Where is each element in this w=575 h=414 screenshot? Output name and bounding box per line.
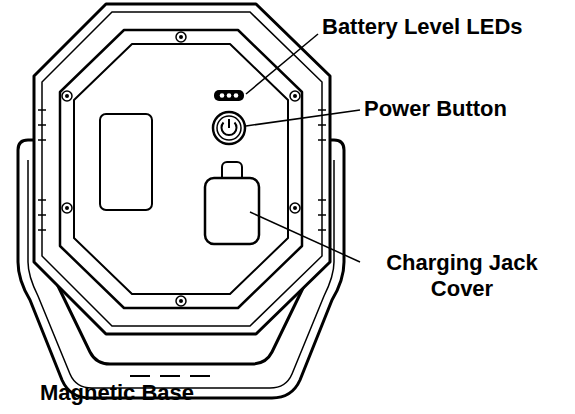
label-plate xyxy=(100,114,152,210)
housing xyxy=(34,4,330,334)
base-label: Magnetic Base xyxy=(40,380,194,406)
back-panel xyxy=(74,44,288,294)
power-button xyxy=(213,112,245,144)
screws xyxy=(62,32,300,306)
leader-lines xyxy=(162,34,360,399)
led-label: Battery Level LEDs xyxy=(322,14,523,40)
jack-label: Charging Jack Cover xyxy=(362,250,562,302)
base-grip xyxy=(130,375,210,377)
charging-jack-cover xyxy=(205,162,259,244)
inner-ring xyxy=(60,30,302,308)
button-label: Power Button xyxy=(364,96,507,122)
battery-leds xyxy=(214,90,244,101)
screw-centers xyxy=(65,35,297,303)
housing-rim xyxy=(42,12,322,326)
